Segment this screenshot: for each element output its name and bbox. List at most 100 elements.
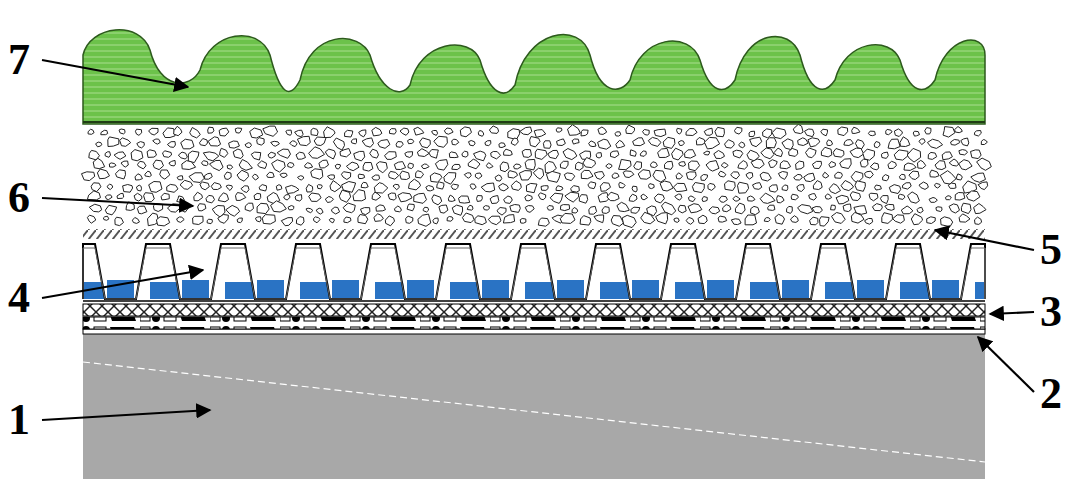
pebble bbox=[358, 215, 368, 224]
stored-water bbox=[857, 280, 884, 299]
pebble bbox=[134, 193, 142, 201]
pebble bbox=[821, 147, 831, 157]
pebble bbox=[769, 160, 778, 168]
pebble bbox=[840, 159, 852, 169]
pebble bbox=[87, 215, 95, 223]
pebble bbox=[725, 181, 736, 191]
pebble bbox=[733, 196, 740, 201]
pebble bbox=[649, 184, 655, 189]
pebble bbox=[704, 128, 712, 135]
pebble bbox=[761, 148, 774, 159]
stored-water bbox=[675, 282, 705, 299]
pebble bbox=[810, 217, 818, 225]
pebble bbox=[941, 217, 953, 227]
pebble bbox=[631, 207, 640, 213]
pebble bbox=[831, 205, 836, 210]
callout-holder: 6 bbox=[8, 176, 30, 220]
pebble bbox=[421, 164, 429, 169]
pebble bbox=[751, 206, 760, 214]
pebble bbox=[258, 161, 267, 169]
pebble bbox=[483, 206, 489, 211]
pebble bbox=[545, 161, 556, 173]
pebble bbox=[406, 216, 413, 223]
pebble bbox=[167, 142, 175, 148]
pebble bbox=[470, 184, 476, 190]
pebble bbox=[346, 162, 359, 171]
pebble bbox=[119, 129, 125, 134]
leader-lines bbox=[42, 60, 1034, 420]
pebble bbox=[444, 128, 453, 134]
leader-line bbox=[990, 312, 1034, 314]
pebble bbox=[370, 149, 379, 158]
pebble bbox=[198, 204, 206, 211]
pebble bbox=[936, 207, 942, 212]
pebble bbox=[641, 212, 655, 224]
pebble bbox=[144, 193, 155, 202]
pebble bbox=[123, 185, 133, 193]
pebble bbox=[499, 143, 506, 148]
pebble bbox=[589, 206, 597, 214]
filter-fleece bbox=[83, 229, 985, 239]
pebble bbox=[117, 193, 124, 198]
pebble bbox=[760, 172, 771, 181]
pebble bbox=[390, 129, 397, 135]
pebble bbox=[305, 163, 313, 169]
pebble bbox=[974, 131, 981, 137]
pebble bbox=[654, 194, 664, 203]
pebble bbox=[211, 183, 221, 190]
pebble bbox=[852, 127, 860, 133]
pebble bbox=[408, 163, 413, 169]
pebble bbox=[262, 215, 275, 224]
pebble bbox=[514, 164, 522, 169]
pebble bbox=[768, 205, 775, 210]
pebble bbox=[418, 214, 431, 226]
pebble bbox=[317, 185, 322, 189]
pebble bbox=[82, 172, 95, 181]
pebble bbox=[208, 137, 220, 146]
callout-number: 3 bbox=[1040, 287, 1062, 336]
stored-water bbox=[375, 282, 405, 299]
pebble bbox=[721, 163, 728, 169]
pebble bbox=[116, 170, 126, 179]
pebble bbox=[255, 217, 261, 222]
vegetation-base bbox=[83, 121, 985, 123]
pebble bbox=[978, 182, 988, 190]
pebble bbox=[108, 137, 119, 147]
pebble bbox=[224, 172, 231, 179]
pebble bbox=[394, 162, 405, 170]
pebble bbox=[174, 126, 182, 135]
pebble bbox=[485, 141, 491, 146]
pebble bbox=[580, 216, 591, 226]
pebble bbox=[796, 161, 804, 169]
pebble bbox=[511, 138, 518, 145]
pebble bbox=[178, 152, 187, 159]
pebble bbox=[339, 190, 350, 202]
substrate-grains bbox=[82, 124, 992, 227]
pebble bbox=[430, 173, 442, 182]
callout-number: 6 bbox=[8, 173, 30, 222]
pebble bbox=[329, 218, 334, 223]
pebble bbox=[894, 129, 902, 137]
pebble bbox=[696, 138, 705, 145]
pebble bbox=[546, 171, 560, 182]
pebble bbox=[913, 131, 919, 136]
pebble bbox=[400, 128, 409, 135]
callout-number: 2 bbox=[1040, 369, 1062, 418]
pebble bbox=[560, 213, 575, 223]
pebble bbox=[902, 183, 911, 189]
pebble bbox=[548, 150, 559, 158]
pebble bbox=[656, 213, 668, 224]
pebble bbox=[935, 161, 946, 170]
pebble bbox=[557, 139, 566, 146]
roof-deck bbox=[83, 334, 985, 479]
pebble bbox=[547, 206, 553, 211]
pebble bbox=[114, 152, 126, 159]
pebble bbox=[653, 170, 666, 182]
pebble bbox=[663, 137, 675, 148]
pebble bbox=[851, 212, 864, 223]
pebble bbox=[686, 172, 696, 180]
pebble bbox=[434, 136, 448, 147]
pebble bbox=[766, 138, 776, 148]
pebble bbox=[376, 162, 387, 173]
pebble bbox=[530, 137, 540, 147]
